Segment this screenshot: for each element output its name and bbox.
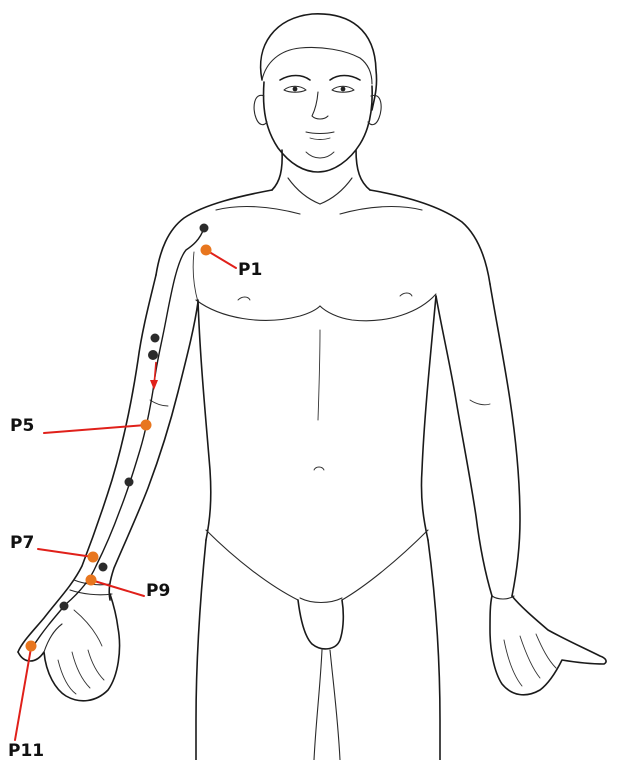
meridian-path: [32, 228, 204, 648]
minor-point-8: [99, 563, 108, 572]
p7-leader-line: [38, 549, 93, 557]
p5-point: [141, 420, 152, 431]
torso: [156, 150, 490, 760]
p9-leader-line: [91, 580, 144, 596]
minor-point-4: [148, 350, 158, 360]
minor-point-10: [60, 602, 69, 611]
label-p11: P11: [8, 741, 44, 760]
label-p5: P5: [10, 416, 34, 436]
left-arm: [18, 275, 198, 701]
p5-leader-line: [44, 425, 146, 433]
head: [254, 14, 381, 172]
p11-point: [26, 641, 37, 652]
p7-point: [88, 552, 99, 563]
minor-point-2: [200, 224, 209, 233]
p11-leader-line: [15, 648, 31, 740]
minor-point-6: [125, 478, 134, 487]
label-p9: P9: [146, 581, 170, 601]
flow-arrow-head: [150, 380, 158, 390]
p9-point: [86, 575, 97, 586]
label-p7: P7: [10, 533, 34, 553]
p1-point: [201, 245, 212, 256]
right-arm: [436, 284, 606, 695]
label-p1: P1: [238, 260, 262, 280]
minor-point-3: [151, 334, 160, 343]
